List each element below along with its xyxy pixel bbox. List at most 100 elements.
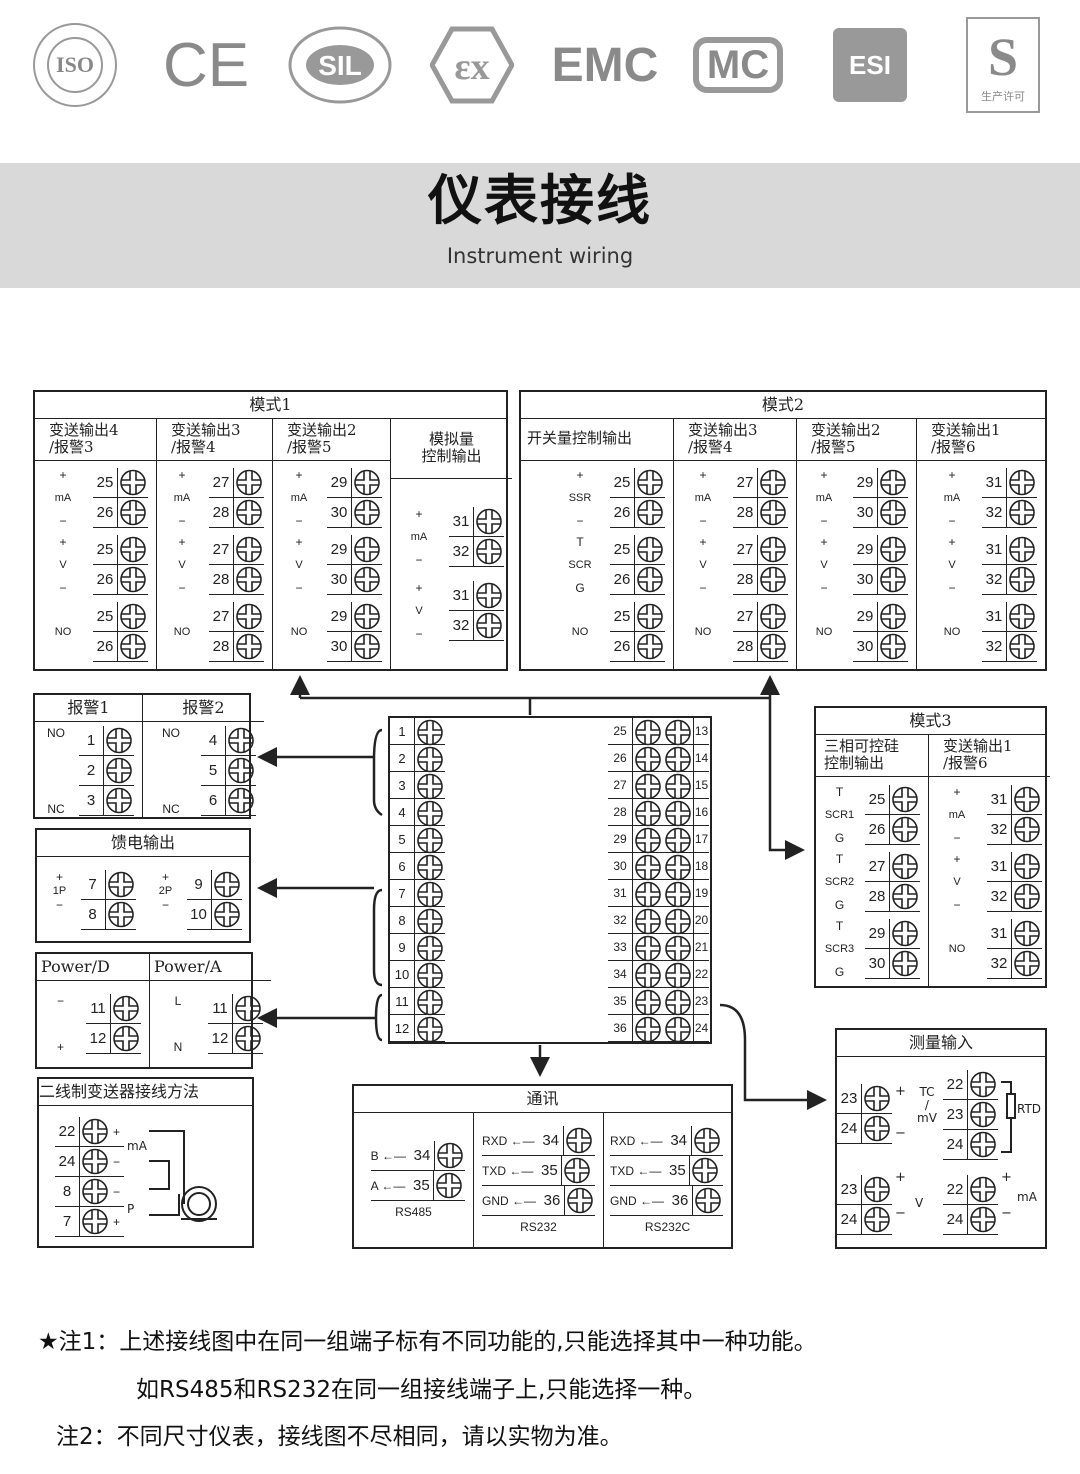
- signal-label: +: [699, 468, 707, 483]
- terminal: 32: [449, 611, 504, 641]
- terminal-number: 16: [693, 799, 709, 825]
- screw-icon: [106, 727, 132, 754]
- terminal-number: 26: [93, 631, 118, 661]
- signal-label: TXD ←—: [482, 1163, 534, 1178]
- column-header: 变送输出3 /报警4: [157, 419, 272, 461]
- signal-label: T: [835, 851, 844, 866]
- screw-icon: [665, 908, 691, 935]
- terminal-number: 12: [86, 1024, 111, 1053]
- terminal-number: 19: [693, 880, 709, 906]
- signal-label: V: [415, 605, 423, 617]
- terminal-number: 29: [853, 534, 878, 564]
- terminal-number: 4: [201, 726, 226, 755]
- signal-label: mA: [815, 492, 833, 505]
- screw-icon: [693, 1127, 720, 1154]
- screw-icon: [476, 508, 502, 535]
- signal-labels: +mA−: [797, 468, 851, 528]
- signal-labels: NO: [552, 602, 608, 662]
- terminal: 27: [733, 468, 788, 499]
- terminal: 32: [987, 814, 1042, 845]
- terminal: 32: [449, 537, 504, 567]
- mc-logo: MC: [688, 15, 788, 115]
- screw-icon: [417, 881, 443, 908]
- terminal-number: 26: [610, 498, 635, 528]
- screw-icon: [82, 1148, 108, 1175]
- screw-icon: [476, 582, 502, 609]
- terminal: 8−: [55, 1177, 125, 1207]
- screw-icon: [760, 536, 786, 563]
- terminal-number: 24: [693, 1015, 709, 1041]
- screw-icon: [637, 536, 663, 563]
- terminal: 25: [610, 468, 665, 499]
- signal-label: −: [59, 514, 67, 529]
- terminal: 25: [610, 534, 665, 565]
- signal-label: NC: [162, 802, 180, 816]
- screw-icon: [635, 854, 661, 881]
- terminal: 23: [943, 1100, 998, 1130]
- screw-icon: [635, 773, 661, 800]
- terminal: 24: [837, 1205, 892, 1235]
- terminal: TXD ←—35: [610, 1156, 723, 1186]
- terminal-number: 26: [93, 564, 118, 594]
- terminal: 27: [865, 851, 920, 882]
- screw-icon: [567, 1187, 593, 1214]
- terminal: 29: [853, 468, 908, 499]
- signal-label: mA: [173, 492, 191, 505]
- terminal-number: 5: [390, 826, 415, 852]
- terminal-number: 36: [540, 1186, 565, 1215]
- terminal-number: 31: [987, 918, 1012, 948]
- terminal-number: 27: [209, 468, 234, 498]
- terminal: 3: [390, 772, 445, 800]
- signal-labels: +mA−: [273, 468, 325, 528]
- column-header: 模拟量 控制输出: [391, 419, 512, 479]
- screw-icon: [760, 603, 786, 629]
- signal-labels: +V−: [157, 535, 207, 595]
- screw-icon: [760, 566, 786, 593]
- signal-label: V: [948, 558, 956, 571]
- screw-icon: [1014, 950, 1040, 976]
- terminal: 27: [733, 534, 788, 565]
- terminal: 11: [390, 988, 445, 1016]
- screw-icon: [637, 633, 663, 659]
- terminal: 5: [201, 756, 256, 786]
- screw-icon: [120, 603, 146, 629]
- signal-labels: +mA−: [157, 468, 207, 528]
- screw-icon: [892, 950, 918, 976]
- column-header: 变送输出1 /报警6: [917, 419, 1045, 461]
- two-wire-transmitter-panel: 二线制变送器接线方法 22+24−8−7+ mA P: [37, 1077, 254, 1248]
- column-header: Power/D: [37, 954, 149, 981]
- tc-plus: +: [895, 1084, 906, 1099]
- terminal-number: 35: [409, 1171, 435, 1200]
- terminal-number: 24: [55, 1147, 80, 1176]
- signal-labels: +1P−: [41, 870, 79, 912]
- signal-label: mA: [410, 531, 428, 543]
- terminal-number: 34: [667, 1126, 692, 1155]
- signal-label: NO: [943, 625, 961, 638]
- signal-label: NO: [815, 625, 833, 638]
- signal-labels: NO: [157, 602, 207, 662]
- ce-logo: CE: [162, 30, 250, 100]
- screw-icon: [236, 536, 262, 563]
- signal-label: +: [178, 534, 186, 549]
- screw-icon: [864, 1176, 890, 1203]
- signal-label: NO: [694, 625, 712, 638]
- signal-labels: +mA−: [35, 468, 91, 528]
- terminal: 25: [93, 534, 148, 565]
- screw-icon: [235, 1025, 261, 1052]
- terminal-number: 32: [449, 537, 474, 566]
- signal-label: +: [59, 468, 67, 483]
- screw-icon: [760, 500, 786, 526]
- screw-icon: [637, 500, 663, 526]
